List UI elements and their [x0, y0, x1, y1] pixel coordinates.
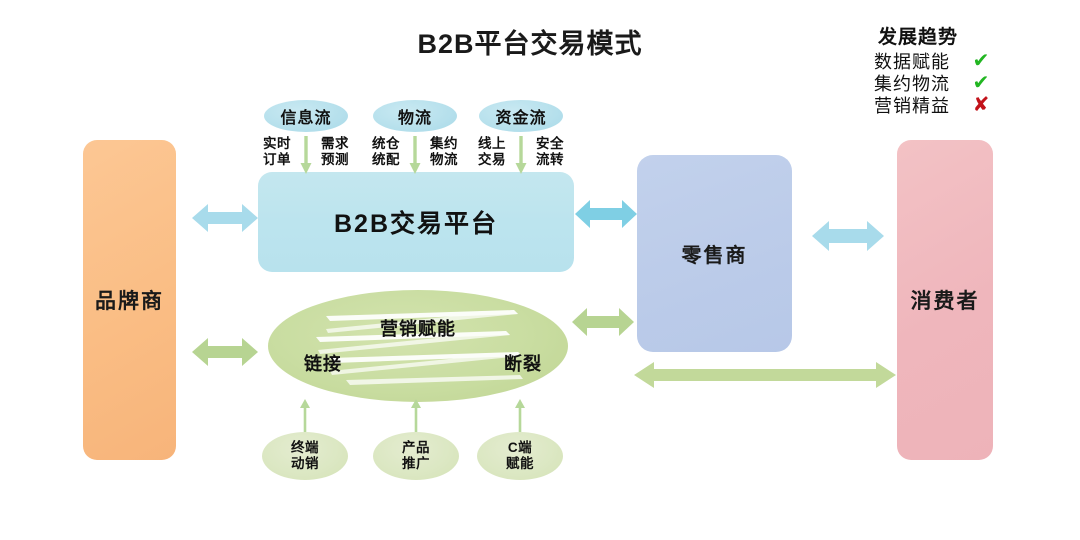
flow-sublabels: 实时 订单 需求 预测	[251, 136, 361, 168]
flow-sub-text: 预测	[321, 152, 349, 167]
enabler-label: 终端	[291, 440, 319, 455]
page-title: B2B平台交易模式	[0, 22, 1080, 61]
node-retailer-label: 零售商	[681, 245, 748, 267]
flow-sub-text: 统仓	[372, 136, 400, 151]
flow-information: 信息流 实时 订单 需求 预测	[263, 100, 349, 174]
node-consumer: 消费者	[897, 140, 993, 460]
marketing-left-label: 链接	[304, 354, 342, 374]
flow-sub-text: 交易	[478, 152, 506, 167]
node-brand-label: 品牌商	[95, 290, 164, 313]
flow-capital: 资金流 线上 交易 安全 流转	[478, 100, 564, 174]
flow-name: 信息流	[280, 110, 332, 127]
enabler-label: 赋能	[506, 456, 534, 471]
flow-sub-right: 安全 流转	[536, 136, 576, 168]
flow-sub-text: 线上	[478, 136, 506, 151]
legend-row: 集约物流 ✔	[874, 72, 996, 94]
connector-brand-marketing	[192, 338, 258, 366]
enabler-terminal-sales: 终端 动销	[262, 432, 348, 480]
flow-name: 物流	[397, 110, 432, 127]
connector-marketing-retailer	[572, 308, 634, 336]
flow-sublabels: 统仓 统配 集约 物流	[360, 136, 470, 168]
enabler-label: C端	[507, 440, 533, 455]
legend: 发展趋势 数据赋能 ✔ 集约物流 ✔ 营销精益 ✘	[874, 22, 996, 116]
legend-label: 数据赋能	[874, 52, 950, 72]
flow-name: 资金流	[495, 110, 547, 127]
down-arrow-icon	[300, 136, 312, 174]
up-arrow-icon	[515, 399, 525, 432]
flow-sublabels: 线上 交易 安全 流转	[466, 136, 576, 168]
connector-brand-platform	[192, 204, 258, 232]
flow-pill: 物流	[373, 100, 457, 132]
enabler-label: 推广	[402, 456, 430, 471]
flow-sub-text: 安全	[536, 136, 564, 151]
flow-sub-text: 集约	[430, 136, 458, 151]
flow-sub-text: 实时	[263, 136, 291, 151]
legend-heading: 发展趋势	[878, 27, 959, 48]
flow-sub-text: 流转	[536, 152, 564, 167]
check-icon: ✔	[972, 50, 990, 72]
flow-sub-left: 线上 交易	[466, 136, 506, 168]
flow-pill: 信息流	[264, 100, 348, 132]
enabler-label: 产品	[402, 440, 430, 455]
cross-icon: ✘	[972, 94, 990, 116]
legend-row: 营销精益 ✘	[874, 94, 996, 116]
legend-label: 营销精益	[874, 96, 950, 116]
marketing-top-label: 营销赋能	[380, 319, 456, 339]
down-arrow-icon	[409, 136, 421, 174]
flow-sub-text: 订单	[263, 152, 291, 167]
connector-platform-retailer	[575, 200, 637, 228]
check-icon: ✔	[972, 72, 990, 94]
enabler-label: 动销	[291, 456, 319, 471]
flow-sub-text: 物流	[430, 152, 458, 167]
node-consumer-label: 消费者	[910, 290, 980, 313]
enabler-c-end-empowerment: C端 赋能	[477, 432, 563, 480]
up-arrow-icon	[300, 399, 310, 432]
flow-sub-text: 统配	[372, 152, 400, 167]
flow-pill: 资金流	[479, 100, 563, 132]
lightning-zigzag-icon	[316, 310, 523, 385]
up-arrow-icon	[411, 399, 421, 432]
node-platform: B2B交易平台	[258, 172, 574, 272]
flow-sub-right: 需求 预测	[321, 136, 361, 168]
connector-marketing-consumer	[634, 362, 896, 388]
node-brand: 品牌商	[83, 140, 176, 460]
page-title-text: B2B平台交易模式	[417, 29, 643, 59]
flow-sub-left: 实时 订单	[251, 136, 291, 168]
connector-retailer-consumer	[812, 221, 884, 251]
legend-label: 集约物流	[874, 74, 950, 94]
legend-row: 数据赋能 ✔	[874, 50, 996, 72]
node-retailer: 零售商	[637, 155, 792, 352]
down-arrow-icon	[515, 136, 527, 174]
flow-logistics: 物流 统仓 统配 集约 物流	[372, 100, 458, 174]
enabler-product-promotion: 产品 推广	[373, 432, 459, 480]
marketing-right-label: 断裂	[504, 354, 542, 374]
flow-sub-right: 集约 物流	[430, 136, 470, 168]
node-marketing-empowerment: 营销赋能 链接 断裂	[268, 290, 568, 402]
flow-sub-left: 统仓 统配	[360, 136, 400, 168]
node-platform-label: B2B交易平台	[333, 210, 498, 238]
flow-sub-text: 需求	[321, 136, 349, 151]
